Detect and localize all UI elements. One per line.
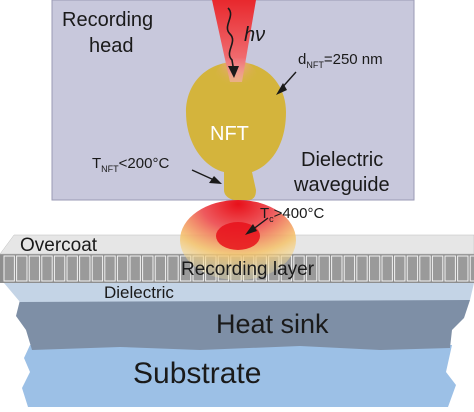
nft-body <box>186 62 286 200</box>
dielectric-waveguide-label-line2: waveguide <box>293 174 390 196</box>
nft-label: NFT <box>210 123 249 145</box>
recording-grain <box>406 255 419 282</box>
recording-grain <box>116 255 129 282</box>
recording-grain <box>343 255 356 282</box>
substrate-label: Substrate <box>133 357 261 390</box>
heat-sink-layer <box>16 300 470 350</box>
recording-grain <box>41 255 53 282</box>
recording-grain <box>167 255 179 282</box>
dnft-arrow <box>276 71 297 95</box>
dielectric-label: Dielectric <box>104 283 174 302</box>
recording-grain <box>293 255 305 282</box>
recording-grain <box>53 255 66 282</box>
dielectric-layer <box>4 283 474 302</box>
hot-spot-core <box>216 222 260 250</box>
recording-head-label-line2: head <box>89 35 134 57</box>
tc-value: >400°C <box>274 205 325 222</box>
recording-grain <box>154 255 167 282</box>
recording-grain <box>431 255 444 282</box>
recording-grain <box>318 255 330 282</box>
dnft-subscript: NFT <box>306 60 324 70</box>
tnft-symbol: T <box>92 155 101 172</box>
recording-grain <box>104 255 116 282</box>
photon-wavy-arrow <box>226 7 235 73</box>
recording-grain <box>419 255 431 282</box>
recording-grain <box>142 255 154 282</box>
substrate-layer <box>22 345 456 407</box>
recording-grain <box>356 255 368 282</box>
recording-layer-label: Recording layer <box>181 259 315 280</box>
tc-label: Tc>400°C <box>260 205 324 224</box>
recording-grain <box>457 255 469 282</box>
recording-grain <box>129 255 141 282</box>
tnft-arrow <box>191 169 222 184</box>
overcoat-label: Overcoat <box>20 235 98 256</box>
photon-arrowhead <box>228 66 239 78</box>
recording-grain <box>469 255 474 282</box>
dnft-value: =250 nm <box>324 51 383 68</box>
tc-arrow <box>245 217 269 235</box>
heat-sink-label: Heat sink <box>216 309 329 339</box>
tc-symbol: T <box>260 205 269 222</box>
laser-beam <box>212 0 256 82</box>
recording-grain <box>444 255 456 282</box>
recording-grain <box>331 255 343 282</box>
tnft-subscript: NFT <box>101 164 119 174</box>
recording-grain <box>66 255 78 282</box>
recording-grain <box>16 255 28 282</box>
recording-head-label-line1: Recording <box>62 9 153 31</box>
recording-grain <box>3 255 15 282</box>
recording-grain <box>28 255 41 282</box>
recording-grain <box>79 255 91 282</box>
dielectric-waveguide-label-line1: Dielectric <box>301 149 383 171</box>
recording-grain <box>91 255 104 282</box>
recording-grain <box>394 255 406 282</box>
tc-subscript: c <box>269 214 274 224</box>
tnft-label: TNFT<200°C <box>92 155 169 174</box>
recording-grain <box>381 255 393 282</box>
recording-grain <box>368 255 381 282</box>
dnft-symbol: d <box>298 51 306 68</box>
dnft-label: dNFT=250 nm <box>298 51 383 70</box>
photon-label: hν <box>244 24 265 46</box>
tnft-value: <200°C <box>119 155 170 172</box>
recording-grain <box>305 255 318 282</box>
